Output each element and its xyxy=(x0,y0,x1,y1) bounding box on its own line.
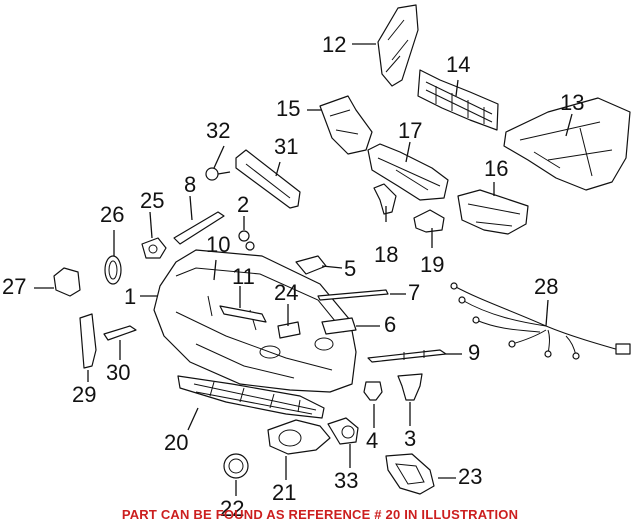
part-21-fog-housing xyxy=(267,419,331,455)
callout-26: 26 xyxy=(100,202,125,227)
callout-12: 12 xyxy=(322,32,347,57)
callout-6: 6 xyxy=(384,312,397,337)
callout-11: 11 xyxy=(232,264,255,289)
part-15-bracket xyxy=(319,95,373,155)
callout-28: 28 xyxy=(534,274,559,299)
callout-1: 1 xyxy=(124,284,137,309)
part-14-upper-panel xyxy=(417,69,499,131)
leader-lines xyxy=(34,43,573,496)
callout-4: 4 xyxy=(366,428,379,453)
callout-29: 29 xyxy=(72,382,97,407)
part-13-side-assembly xyxy=(503,97,631,191)
callout-5: 5 xyxy=(344,256,357,281)
callout-24: 24 xyxy=(274,280,299,305)
callout-31: 31 xyxy=(274,134,299,159)
part-3-fastener xyxy=(397,373,423,401)
part-10-clip xyxy=(245,241,255,251)
part-11-bracket xyxy=(219,305,267,323)
part-5-block xyxy=(295,255,327,275)
part-27-holder xyxy=(53,267,81,297)
callout-17: 17 xyxy=(398,118,423,143)
callout-10: 10 xyxy=(206,232,231,257)
part-26-ring xyxy=(104,255,122,285)
part-6-bracket xyxy=(321,317,357,335)
callout-8: 8 xyxy=(184,172,197,197)
callout-14: 14 xyxy=(446,52,471,77)
part-33-fog-lamp xyxy=(327,417,359,445)
part-22-ring xyxy=(223,453,249,479)
reference-footnote: PART CAN BE FOUND AS REFERENCE # 20 IN I… xyxy=(121,507,519,522)
part-19-bracket xyxy=(413,209,445,233)
part-2-clip xyxy=(238,230,250,242)
part-17-bracket xyxy=(367,143,449,201)
part-1-bumper-cover xyxy=(153,249,357,393)
part-18-bracket xyxy=(373,183,397,215)
callout-20: 20 xyxy=(164,430,189,455)
part-24-pad xyxy=(277,321,301,339)
part-8-strip xyxy=(173,211,225,245)
part-7-trim-strip xyxy=(317,289,389,301)
callout-18: 18 xyxy=(374,242,399,267)
callout-32: 32 xyxy=(206,118,231,143)
callout-3: 3 xyxy=(404,426,417,451)
callout-27: 27 xyxy=(2,274,27,299)
part-25-sensor xyxy=(141,237,167,259)
callout-23: 23 xyxy=(458,464,483,489)
callout-22: 22 xyxy=(220,496,245,521)
callout-16: 16 xyxy=(484,156,509,181)
callout-15: 15 xyxy=(276,96,301,121)
callout-2: 2 xyxy=(237,192,250,217)
part-12-bracket xyxy=(377,4,419,87)
part-16-bracket xyxy=(457,189,529,235)
callout-7: 7 xyxy=(408,280,421,305)
part-32-bolt xyxy=(205,167,231,181)
callout-30: 30 xyxy=(106,360,131,385)
part-29-bracket xyxy=(79,313,97,369)
callout-19: 19 xyxy=(420,252,445,277)
callout-25: 25 xyxy=(140,188,165,213)
callout-9: 9 xyxy=(468,340,481,365)
part-20-lower-grille xyxy=(177,375,325,419)
part-23-cover xyxy=(385,453,435,495)
callout-13: 13 xyxy=(560,90,585,115)
callout-21: 21 xyxy=(272,480,297,505)
callout-33: 33 xyxy=(334,468,359,493)
part-31-plate-bracket xyxy=(235,149,301,209)
part-4-fastener xyxy=(363,381,383,401)
part-30-strip xyxy=(103,325,137,341)
part-9-strip xyxy=(367,349,447,363)
